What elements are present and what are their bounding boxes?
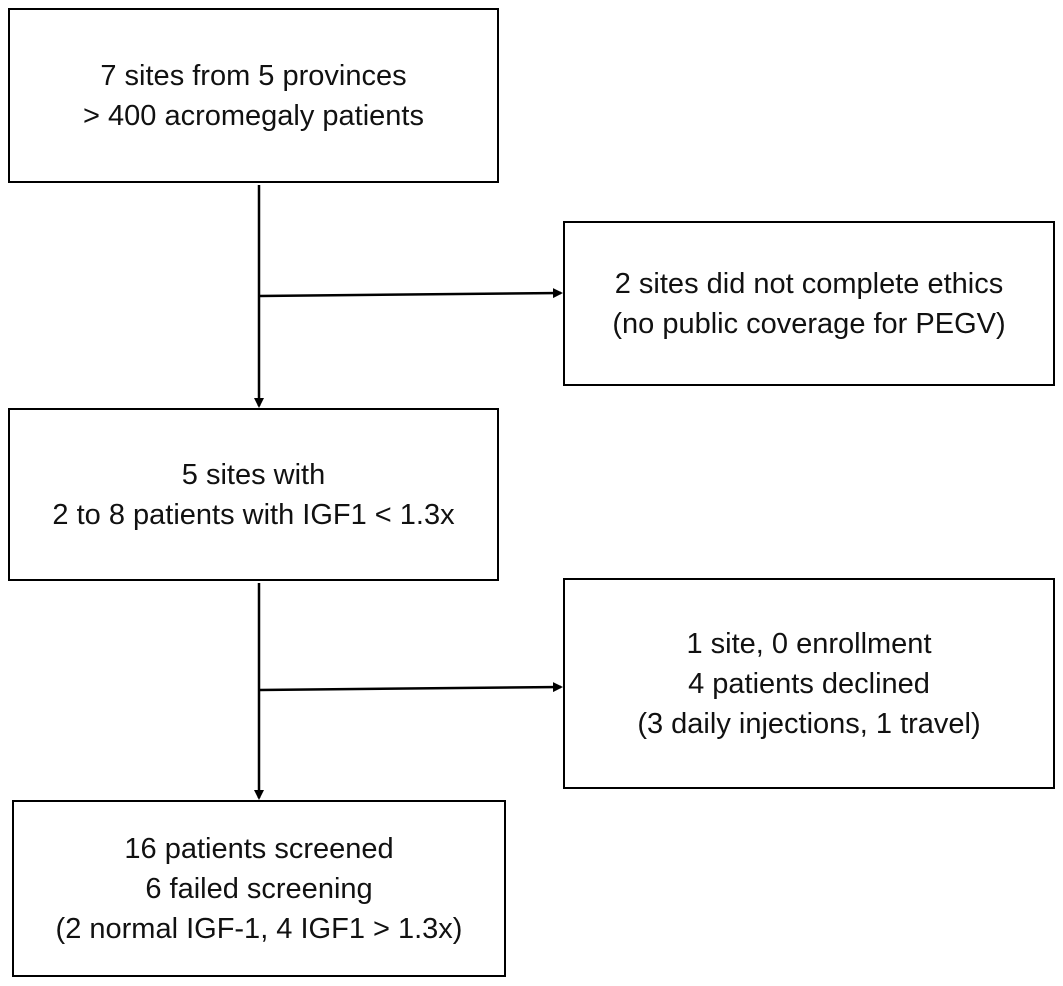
flow-box-screened: 16 patients screened 6 failed screening … — [12, 800, 506, 977]
box-line: 2 sites did not complete ethics — [614, 267, 1004, 300]
box-line: (3 daily injections, 1 travel) — [637, 707, 981, 740]
box-line: 1 site, 0 enrollment — [686, 627, 932, 660]
box-line: 5 sites with — [181, 458, 326, 491]
box-line: > 400 acromegaly patients — [83, 99, 424, 132]
arrow-to-box4 — [258, 682, 563, 693]
flow-box-excluded-ethics: 2 sites did not complete ethics (no publ… — [563, 221, 1055, 386]
flow-box-eligible-sites: 5 sites with 2 to 8 patients with IGF1 <… — [8, 408, 499, 581]
box-line: 7 sites from 5 provinces — [100, 59, 407, 92]
box-line: (2 normal IGF-1, 4 IGF1 > 1.3x) — [55, 912, 463, 945]
flow-box-sites-overview: 7 sites from 5 provinces > 400 acromegal… — [8, 8, 499, 183]
arrow-to-box2 — [258, 288, 563, 299]
box-line: (no public coverage for PEGV) — [612, 307, 1006, 340]
box-line: 6 failed screening — [145, 872, 373, 905]
box-line: 2 to 8 patients with IGF1 < 1.3x — [52, 498, 455, 531]
box-line: 4 patients declined — [688, 667, 930, 700]
flow-box-excluded-declined: 1 site, 0 enrollment 4 patients declined… — [563, 578, 1055, 789]
box-line: 16 patients screened — [124, 832, 394, 865]
